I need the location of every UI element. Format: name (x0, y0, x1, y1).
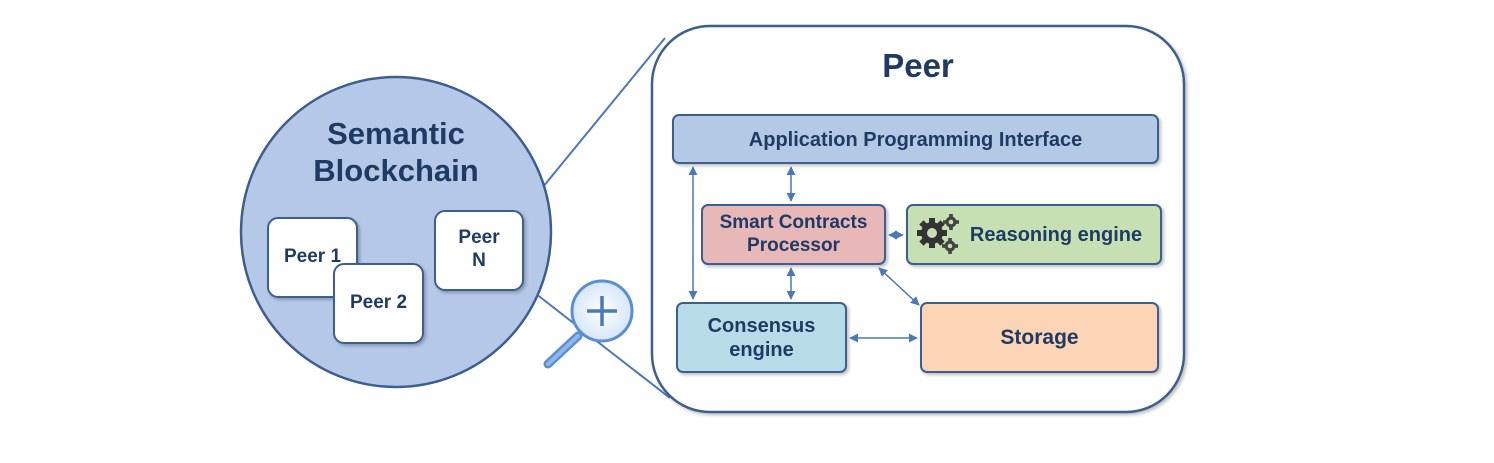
peer-1-label: Peer 1 (283, 245, 342, 267)
storage-box (920, 302, 1159, 373)
connectors (688, 166, 920, 343)
storage-label: Storage (1000, 326, 1079, 350)
smart-contracts-label: Smart Contracts Processor (719, 212, 868, 256)
api-box (672, 114, 1159, 164)
consensus-box (676, 302, 847, 373)
blockchain-title: Semantic Blockchain (313, 115, 479, 188)
consensus-label: Consensus engine (707, 315, 816, 361)
api-label: Application Programming Interface (748, 129, 1083, 151)
magnifier-zoom-icon (543, 279, 634, 369)
peer-n-box (434, 210, 524, 291)
gears-icon (917, 214, 959, 254)
peer-n-label: Peer N (458, 227, 500, 271)
peer-detail-title: Peer (882, 47, 954, 85)
blockchain-circle (239, 75, 553, 389)
reasoning-box (906, 204, 1162, 265)
reasoning-label: Reasoning engine (969, 224, 1143, 246)
smart-contracts-box (701, 204, 886, 265)
peer-2-label: Peer 2 (349, 291, 408, 313)
peer-2-box (333, 263, 424, 344)
connector-smart-contracts-storage (878, 267, 920, 306)
